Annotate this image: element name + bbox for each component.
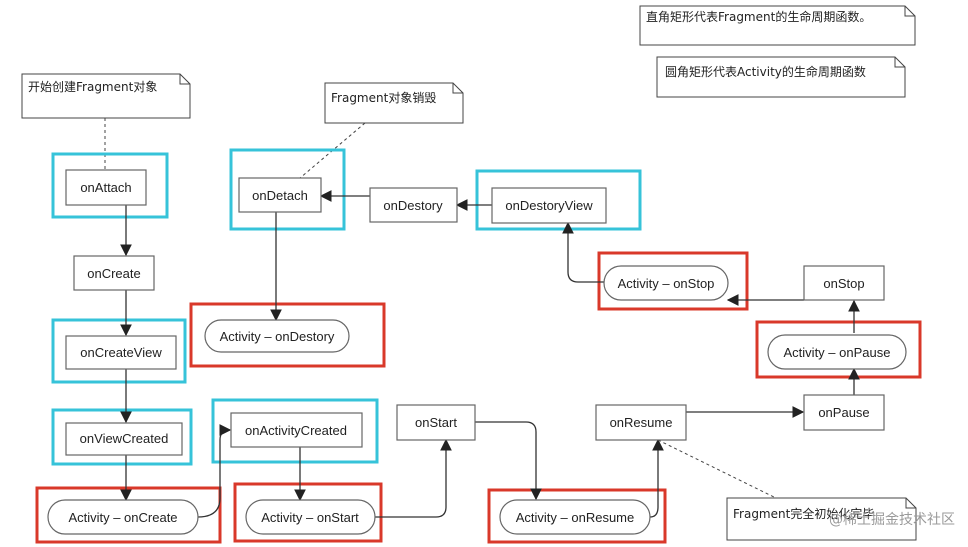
- node-on-create-view: onCreateView: [65, 335, 177, 370]
- highlight-frame: [211, 398, 379, 464]
- note-fragment-destroyed-text: Fragment对象销毁: [331, 90, 436, 105]
- highlight-frame: [487, 488, 667, 544]
- node-label: onStart: [415, 415, 457, 430]
- node-on-start: onStart: [396, 404, 476, 441]
- node-label: Activity – onStop: [618, 276, 715, 291]
- node-on-pause: onPause: [803, 394, 885, 431]
- highlight-frame: [51, 152, 169, 219]
- highlight-frame: [229, 148, 346, 231]
- node-on-destroy: onDestory: [369, 187, 458, 223]
- legend-rect-text: 直角矩形代表Fragment的生命周期函数。: [646, 9, 871, 24]
- node-on-detach: onDetach: [238, 177, 322, 213]
- node-on-stop: onStop: [803, 265, 885, 301]
- node-label: onViewCreated: [80, 431, 169, 446]
- node-label: onDestory: [383, 198, 443, 213]
- note-fragment-initialized-text: Fragment完全初始化完毕: [733, 506, 874, 521]
- connector-activitycreate-activitycreated: [197, 424, 232, 518]
- node-label: Activity – onStart: [261, 510, 359, 525]
- highlight-frame: [597, 251, 749, 311]
- node-activity-on-start: Activity – onStart: [245, 499, 376, 535]
- node-label: onAttach: [80, 180, 131, 195]
- highlight-frame: [233, 482, 383, 543]
- watermark: @稀土掘金技术社区: [829, 512, 955, 528]
- node-on-view-created: onViewCreated: [65, 422, 183, 456]
- note-connector: [657, 439, 781, 501]
- node-label: Activity – onResume: [516, 510, 635, 525]
- legend-rounded-text: 圆角矩形代表Activity的生命周期函数: [665, 64, 866, 79]
- node-activity-on-create: Activity – onCreate: [47, 499, 199, 535]
- highlight-frame: [35, 486, 222, 544]
- node-activity-on-destroy: Activity – onDestory: [204, 319, 350, 353]
- highlight-frame: [51, 318, 187, 384]
- node-label: onDestoryView: [505, 198, 593, 213]
- node-label: onPause: [818, 405, 869, 420]
- highlight-frame: [189, 302, 386, 368]
- note-fragment-initialized: Fragment完全初始化完毕: [726, 497, 917, 541]
- node-on-attach: onAttach: [65, 169, 147, 206]
- node-label: onActivityCreated: [245, 423, 347, 438]
- connector-start-activityresume: [475, 421, 542, 501]
- node-label: Activity – onDestory: [220, 329, 335, 344]
- node-label: onDetach: [252, 188, 308, 203]
- node-label: onCreate: [87, 266, 140, 281]
- legend-rounded-note: 圆角矩形代表Activity的生命周期函数: [656, 56, 906, 98]
- highlight-frame: [475, 169, 642, 231]
- note-fragment-created-text: 开始创建Fragment对象: [28, 80, 157, 94]
- highlight-frame: [755, 320, 922, 379]
- node-activity-on-stop: Activity – onStop: [603, 265, 729, 301]
- node-label: Activity – onPause: [784, 345, 891, 360]
- node-label: onCreateView: [80, 345, 162, 360]
- note-fragment-created: 开始创建Fragment对象: [21, 73, 191, 119]
- node-label: onResume: [610, 415, 673, 430]
- node-on-resume: onResume: [595, 404, 687, 441]
- legend-rect-note: 直角矩形代表Fragment的生命周期函数。: [639, 5, 916, 46]
- node-on-activity-created: onActivityCreated: [230, 412, 363, 448]
- node-activity-on-resume: Activity – onResume: [499, 499, 651, 535]
- node-on-destroy-view: onDestoryView: [491, 187, 607, 224]
- node-activity-on-pause: Activity – onPause: [767, 334, 907, 370]
- node-on-create: onCreate: [73, 255, 155, 291]
- connector-activityresume-resume: [649, 438, 664, 518]
- node-label: onStop: [823, 276, 864, 291]
- note-fragment-destroyed: Fragment对象销毁: [324, 82, 464, 124]
- node-label: Activity – onCreate: [68, 510, 177, 525]
- connector-activitystop-destroyview: [562, 221, 604, 283]
- connector-activitystart-start: [375, 438, 452, 518]
- highlight-frame: [51, 408, 193, 466]
